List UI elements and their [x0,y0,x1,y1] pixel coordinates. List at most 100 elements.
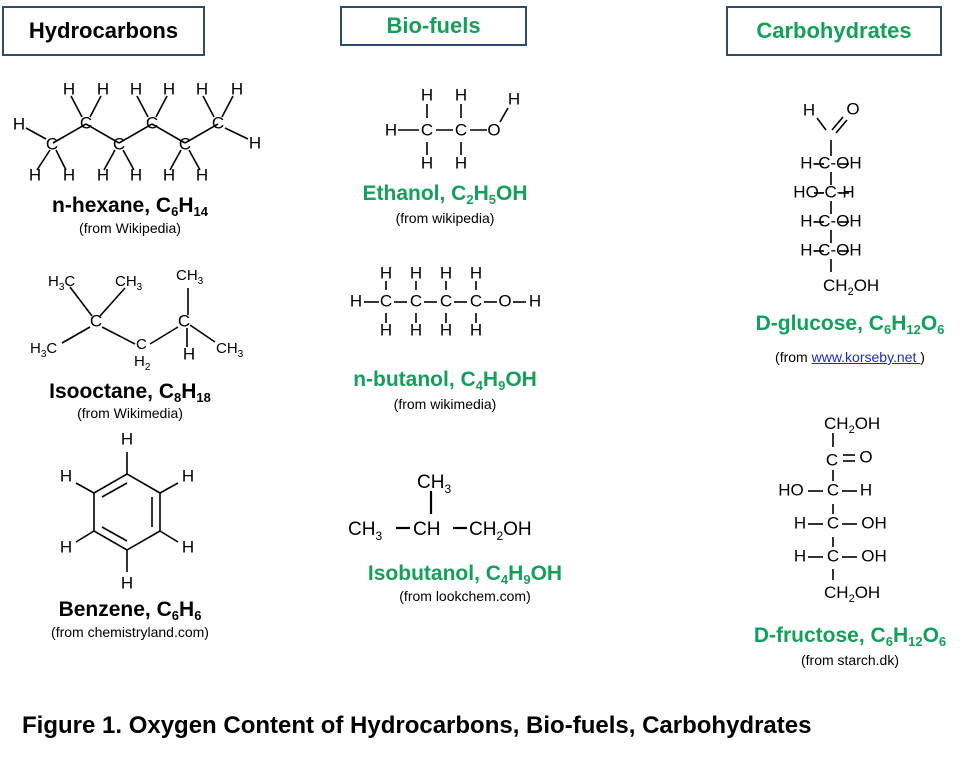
svg-text:C: C [410,291,422,310]
svg-text:H: H [440,263,452,282]
ethanol-source: (from wikipedia) [395,210,495,226]
svg-text:CH3: CH3 [115,273,143,293]
svg-text:H-C-OH: H-C-OH [800,211,861,230]
svg-text:C: C [212,113,224,132]
svg-text:C: C [470,291,482,310]
svg-text:CH3: CH3 [216,340,244,360]
fructose-source: (from starch.dk) [800,652,899,668]
isooctane-structure [61,286,216,347]
svg-text:HO: HO [778,480,804,499]
svg-text:C: C [90,311,102,330]
svg-text:O: O [846,99,859,118]
svg-text:H: H [121,573,133,592]
svg-text:H-C-OH: H-C-OH [800,153,861,172]
glucose-label: D-glucose, C6H12O6 [755,312,945,337]
svg-text:H: H [380,263,392,282]
svg-text:H: H [182,537,194,556]
glucose-source-prefix: (from [775,349,812,365]
svg-text:CH3: CH3 [348,519,382,543]
butanol-source: (from wikimedia) [393,396,497,412]
svg-text:C: C [136,336,147,353]
header-biofuels: Bio-fuels [340,6,527,46]
svg-text:H-C-OH: H-C-OH [800,240,861,259]
svg-text:H: H [121,429,133,448]
isobutanol-source: (from lookchem.com) [399,588,531,604]
isooctane-source: (from Wikimedia) [77,405,183,421]
svg-text:H: H [410,320,422,339]
svg-text:CH3: CH3 [417,472,451,496]
svg-text:H3C: H3C [30,340,57,360]
korseby-link[interactable]: www.korseby.net [811,349,921,365]
svg-text:C: C [146,113,158,132]
svg-text:CH: CH [413,519,440,540]
svg-text:CH2OH: CH2OH [823,276,879,298]
svg-text:H: H [470,320,482,339]
svg-text:H: H [63,79,75,98]
butanol-structure [364,281,526,323]
ethanol-structure [398,104,509,155]
svg-text:H: H [794,546,806,565]
svg-text:H: H [794,513,806,532]
svg-text:H: H [380,320,392,339]
svg-text:OH: OH [861,546,887,565]
glucose-structure [814,116,849,272]
header-hydrocarbons: Hydrocarbons [2,6,205,56]
svg-text:CH2OH: CH2OH [469,519,532,543]
svg-text:C: C [178,311,190,330]
svg-text:H: H [163,165,175,184]
svg-text:H: H [385,120,397,139]
svg-text:H: H [529,291,541,310]
svg-text:H: H [455,85,467,104]
svg-text:H: H [249,133,261,152]
svg-text:CH2OH: CH2OH [824,583,880,605]
svg-text:OH: OH [861,513,887,532]
svg-text:H: H [860,480,872,499]
svg-text:H: H [60,466,72,485]
svg-text:H: H [163,79,175,98]
hexane-label: n-hexane, C6H14 [52,194,208,219]
svg-text:CH2OH: CH2OH [824,414,880,436]
svg-text:H: H [470,263,482,282]
svg-text:C: C [421,120,433,139]
svg-text:O: O [487,120,500,139]
svg-text:H3C: H3C [48,273,75,293]
svg-text:C: C [455,120,467,139]
svg-text:H: H [63,165,75,184]
svg-text:H: H [803,100,815,119]
svg-text:HO-C-H: HO-C-H [793,182,854,201]
svg-text:C: C [827,480,839,499]
svg-text:H: H [130,165,142,184]
glucose-source-suffix: ) [920,349,925,365]
svg-text:H: H [350,291,362,310]
svg-text:H2: H2 [134,353,151,373]
svg-text:H: H [196,79,208,98]
svg-text:H: H [97,165,109,184]
svg-text:H: H [440,320,452,339]
svg-text:H: H [13,114,25,133]
isooctane-label: Isooctane, C8H18 [49,380,211,405]
svg-text:H: H [182,466,194,485]
svg-text:O: O [859,447,872,466]
benzene-ring [75,452,179,572]
svg-text:C: C [827,546,839,565]
svg-text:H: H [508,89,520,108]
svg-text:H: H [421,85,433,104]
isobutanol-structure [396,491,467,530]
svg-text:C: C [113,134,125,153]
ethanol-label: Ethanol, C2H5OH [362,182,528,207]
svg-text:C: C [380,291,392,310]
hexane-structure [25,95,249,171]
svg-text:C: C [80,113,92,132]
svg-text:H: H [455,153,467,172]
svg-text:C: C [46,134,58,153]
hexane-source: (from Wikipedia) [79,220,181,236]
svg-text:H: H [183,344,195,363]
svg-text:H: H [130,79,142,98]
benzene-source: (from chemistryland.com) [51,624,209,640]
svg-text:H: H [196,165,208,184]
svg-text:CH3: CH3 [176,267,204,287]
svg-text:H: H [231,79,243,98]
svg-text:H: H [97,79,109,98]
isobutanol-label: Isobutanol, C4H9OH [367,562,563,587]
svg-text:C: C [827,513,839,532]
